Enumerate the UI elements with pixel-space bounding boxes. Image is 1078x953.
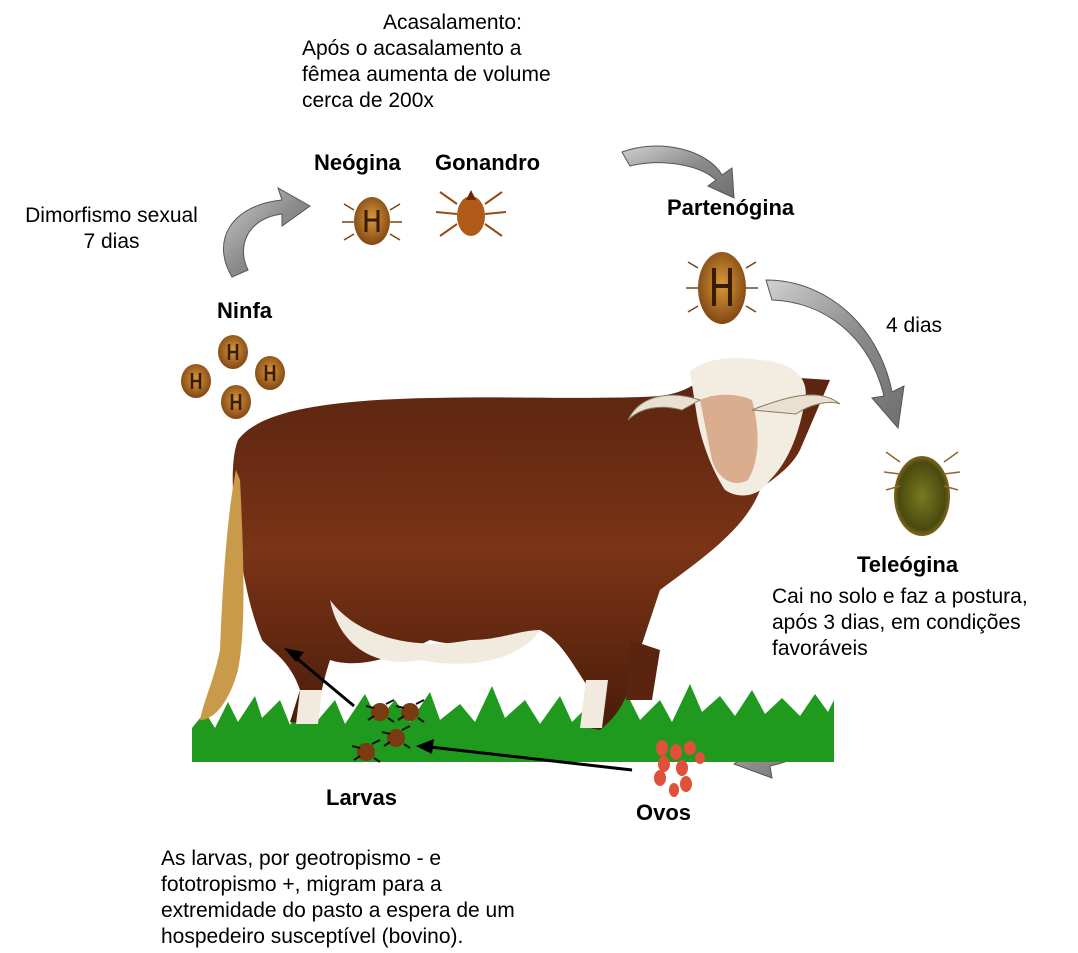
teleogina-note-line2: após 3 dias, em condições — [772, 610, 1021, 636]
acasalamento-line1: Após o acasalamento a — [302, 36, 629, 62]
grass — [192, 684, 834, 762]
stage-label-partenogina: Partenógina — [667, 195, 794, 221]
partenogina-tick-icon — [686, 252, 758, 324]
ninfa-ticks-icon — [181, 335, 285, 419]
larvas-note-line4: hospedeiro susceptível (bovino). — [161, 924, 463, 950]
acasalamento-line2: fêmea aumenta de volume — [302, 62, 629, 88]
stage-label-larvas: Larvas — [326, 785, 397, 811]
bull-illustration — [200, 358, 840, 730]
dimorfismo-line1: Dimorfismo sexual — [9, 203, 214, 229]
quatro-dias-label: 4 dias — [886, 313, 942, 339]
acasalamento-line3: cerca de 200x — [302, 88, 434, 114]
teleogina-note-line3: favoráveis — [772, 636, 868, 662]
stage-label-ninfa: Ninfa — [217, 298, 272, 324]
stage-label-teleogina: Teleógina — [857, 552, 958, 578]
gonandro-tick-icon — [436, 190, 506, 236]
larvas-note-line1: As larvas, por geotropismo - e — [161, 846, 536, 872]
stage-label-ovos: Ovos — [636, 800, 691, 826]
larvas-note-line3: extremidade do pasto a espera de um — [161, 898, 515, 924]
cycle-arrow-mating-to-partenogina — [622, 146, 734, 198]
neogina-tick-icon — [342, 197, 402, 245]
cycle-arrow-ninfa-to-neogina — [223, 188, 310, 277]
teleogina-tick-icon — [884, 452, 960, 536]
acasalamento-title: Acasalamento: — [383, 10, 522, 36]
stage-label-neogina: Neógina — [314, 150, 401, 176]
larvas-note-line2: fototropismo +, migram para a — [161, 872, 536, 898]
stage-label-gonandro: Gonandro — [435, 150, 540, 176]
teleogina-note-line1: Cai no solo e faz a postura, — [772, 584, 1028, 610]
dimorfismo-line2: 7 dias — [9, 229, 214, 255]
